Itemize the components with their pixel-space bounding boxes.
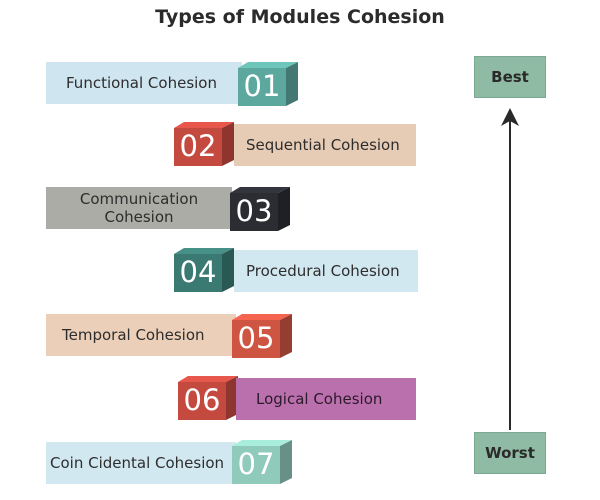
item-5-number: 05 (237, 321, 275, 355)
item-1-number: 01 (243, 69, 281, 103)
item-5-cube-shape (232, 314, 292, 358)
item-6-number: 06 (183, 383, 221, 417)
worst-label: Worst (474, 432, 546, 474)
item-6-label: Logical Cohesion (256, 390, 383, 408)
item-4-bar: Procedural Cohesion (234, 250, 418, 292)
item-5-bar: Temporal Cohesion (46, 314, 236, 356)
item-5-label: Temporal Cohesion (62, 326, 205, 344)
item-4-cube-shape (174, 248, 234, 292)
item-7-bar: Coin Cidental Cohesion (46, 442, 236, 484)
item-6-cube: 06 (178, 376, 238, 420)
cohesion-item-7: Coin Cidental Cohesion 07 (46, 440, 306, 484)
item-3-label: Communication Cohesion (79, 190, 199, 226)
cohesion-item-2: 02 Sequential Cohesion (174, 122, 424, 166)
item-2-cube-shape (174, 122, 234, 166)
item-1-cube-shape (238, 62, 298, 106)
item-4-label: Procedural Cohesion (246, 262, 400, 280)
item-5-cube: 05 (232, 314, 292, 358)
item-2-cube: 02 (174, 122, 234, 166)
item-7-cube: 07 (232, 440, 292, 484)
cohesion-item-4: 04 Procedural Cohesion (174, 248, 424, 292)
item-4-number: 04 (179, 255, 217, 289)
cohesion-item-6: 06 Logical Cohesion (178, 376, 424, 420)
item-6-bar: Logical Cohesion (236, 378, 416, 420)
item-3-bar: Communication Cohesion (46, 187, 232, 229)
item-7-cube-shape (232, 440, 292, 484)
item-3-number: 03 (235, 194, 273, 228)
item-1-cube: 01 (238, 62, 298, 106)
item-6-cube-shape (178, 376, 238, 420)
item-1-bar: Functional Cohesion (46, 62, 242, 104)
item-2-bar: Sequential Cohesion (234, 124, 416, 166)
diagram-title: Types of Modules Cohesion (155, 6, 445, 28)
cohesion-item-5: Temporal Cohesion 05 (46, 314, 306, 358)
item-2-number: 02 (179, 129, 217, 163)
best-label: Best (474, 56, 546, 98)
cohesion-item-1: Functional Cohesion 01 (46, 62, 306, 106)
item-4-cube: 04 (174, 248, 234, 292)
item-3-cube-shape (230, 187, 290, 231)
up-arrow-icon (501, 108, 519, 430)
item-2-label: Sequential Cohesion (246, 136, 400, 154)
item-3-cube: 03 (230, 187, 290, 231)
item-7-number: 07 (237, 447, 275, 481)
item-1-label: Functional Cohesion (66, 74, 217, 92)
item-7-label: Coin Cidental Cohesion (50, 454, 225, 472)
cohesion-item-3: Communication Cohesion 03 (46, 187, 306, 231)
